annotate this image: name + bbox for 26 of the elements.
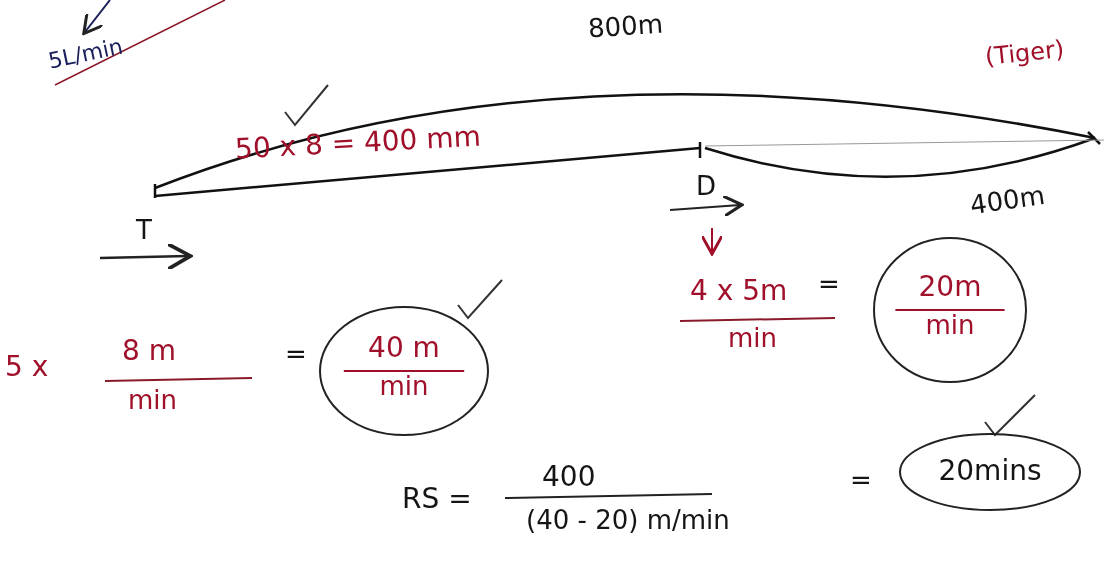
name-note: (Tiger) (983, 35, 1066, 71)
distance-label: 400m (968, 180, 1047, 220)
fraction-denominator: min (925, 310, 975, 340)
fraction-numerator: 8 m (122, 336, 176, 367)
flow-rate-note: 5L/min (46, 34, 125, 74)
point-label: D (696, 172, 717, 201)
fraction-denominator: min (728, 324, 778, 353)
circled-answer (898, 432, 1082, 512)
equals-sign: = (850, 466, 872, 495)
answer-text: 20mins (938, 456, 1042, 487)
multiplier-text: 5 x (5, 352, 49, 383)
fraction-numerator: 20m (918, 272, 982, 303)
fraction-numerator: 4 x 5m (690, 276, 788, 307)
fraction-denominator: (40 - 20) m/min (526, 506, 730, 535)
fraction-numerator: 40 m (368, 333, 440, 364)
fraction-denominator: min (379, 371, 429, 401)
distance-label: 800m (587, 9, 664, 44)
equation-text: RS = (402, 484, 472, 515)
equals-sign: = (285, 340, 307, 369)
fraction-numerator: 400 (542, 462, 596, 493)
fraction-denominator: min (128, 386, 178, 415)
circled-answer (318, 305, 490, 437)
circled-answer (872, 236, 1028, 384)
calculation-text: 50 x 8 = 400 mm (234, 121, 482, 166)
point-label: T (136, 216, 152, 245)
equals-sign: = (818, 270, 840, 299)
